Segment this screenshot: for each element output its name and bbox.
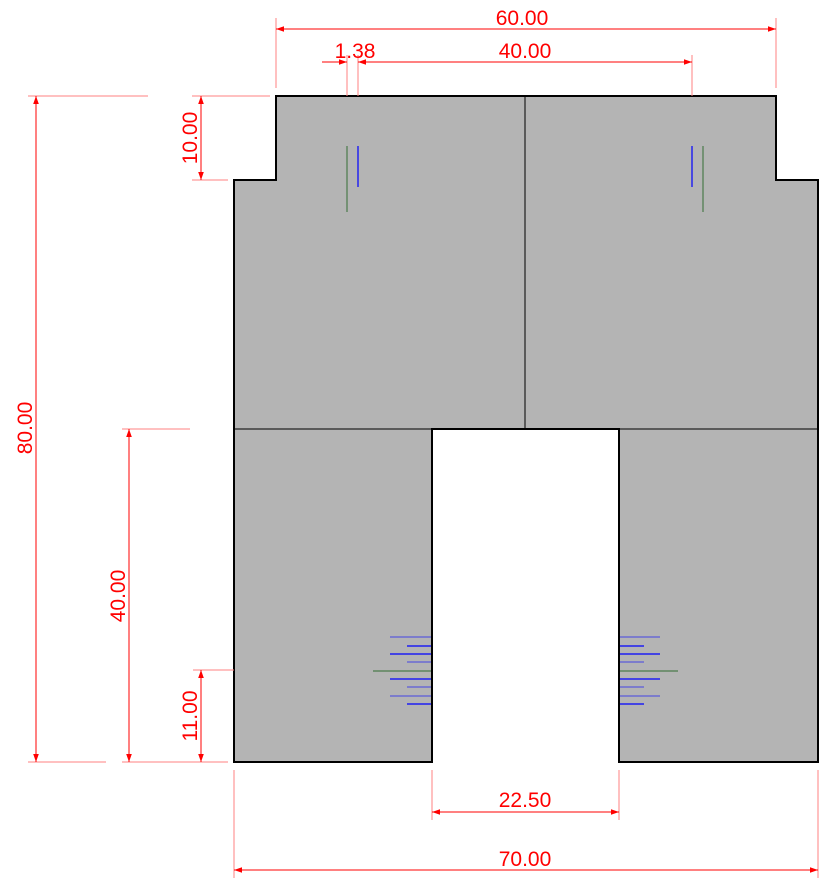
dim-text-slot-offset: 1.38 [335,40,376,63]
dim-text-slot-spacing: 40.00 [499,40,552,63]
dim-text-notch-height: 40.00 [107,570,130,623]
dim-text-top-width: 60.00 [496,7,549,30]
dim-text-total-width: 70.00 [499,848,552,871]
dim-text-notch-width: 22.50 [499,789,552,812]
dim-text-total-height: 80.00 [14,402,37,455]
dim-text-step-height: 10.00 [179,112,202,165]
dim-text-mark-height: 11.00 [179,691,202,742]
feature-marks [346,146,704,705]
